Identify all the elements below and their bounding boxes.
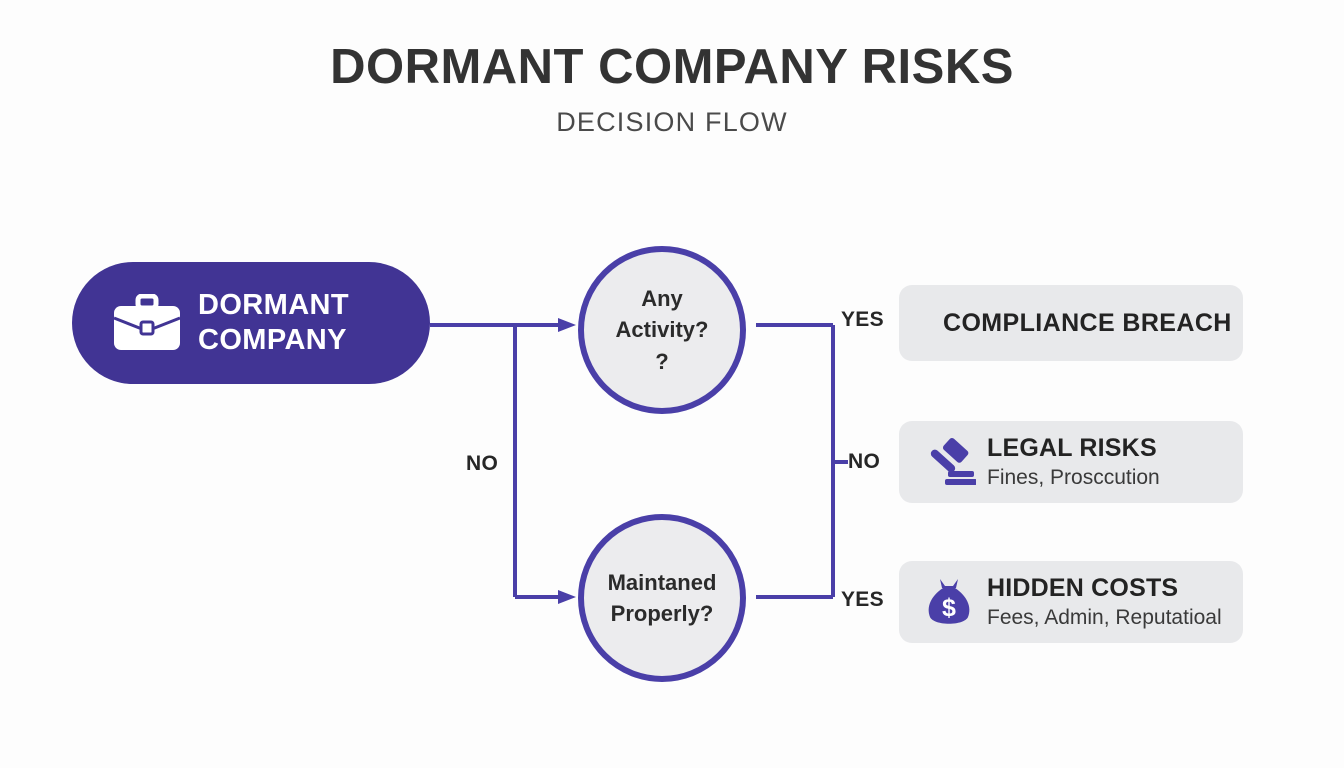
start-node-label: DORMANT COMPANY xyxy=(198,289,350,356)
page-title: DORMANT COMPANY RISKS xyxy=(330,40,1014,94)
outcome-card-subtitle: Fees, Admin, Reputatioal xyxy=(987,606,1222,630)
edge-label-yes-bottom: YES xyxy=(841,588,884,611)
outcome-card-text: COMPLIANCE BREACH xyxy=(921,309,1232,338)
outcome-card-text: HIDDEN COSTS Fees, Admin, Reputatioal xyxy=(987,574,1222,631)
arrowhead-maintained xyxy=(558,590,576,604)
gavel-icon xyxy=(921,434,977,490)
decision-any-activity[interactable]: Any Activity? ? xyxy=(578,246,746,414)
arrowhead-activity xyxy=(558,318,576,332)
header: DORMANT COMPANY RISKS DECISION FLOW xyxy=(0,40,1344,138)
outcome-card-title: HIDDEN COSTS xyxy=(987,573,1179,602)
decision-maintained-properly[interactable]: Maintaned Properly? xyxy=(578,514,746,682)
edge-label-no-right: NO xyxy=(848,450,881,473)
outcome-card-title: COMPLIANCE BREACH xyxy=(943,308,1232,337)
outcome-card-title: LEGAL RISKS xyxy=(987,433,1157,462)
page-subtitle: DECISION FLOW xyxy=(556,107,788,138)
briefcase-icon xyxy=(110,292,184,354)
outcome-card-hidden-costs[interactable]: $ HIDDEN COSTS Fees, Admin, Reputatioal xyxy=(899,561,1243,643)
edge-label-no-left: NO xyxy=(466,452,499,475)
outcome-card-text: LEGAL RISKS Fines, Prosccution xyxy=(987,434,1160,491)
outcome-card-legal-risks[interactable]: LEGAL RISKS Fines, Prosccution xyxy=(899,421,1243,503)
decision-any-activity-label: Any Activity? ? xyxy=(615,286,709,374)
money-bag-icon: $ xyxy=(921,574,977,630)
outcome-card-compliance-breach[interactable]: COMPLIANCE BREACH xyxy=(899,285,1243,361)
outcome-card-subtitle: Fines, Prosccution xyxy=(987,466,1160,490)
edge-label-yes-top: YES xyxy=(841,308,884,331)
svg-text:$: $ xyxy=(942,594,956,622)
decision-maintained-properly-label: Maintaned Properly? xyxy=(607,569,717,626)
start-node-dormant-company[interactable]: DORMANT COMPANY xyxy=(72,262,430,384)
